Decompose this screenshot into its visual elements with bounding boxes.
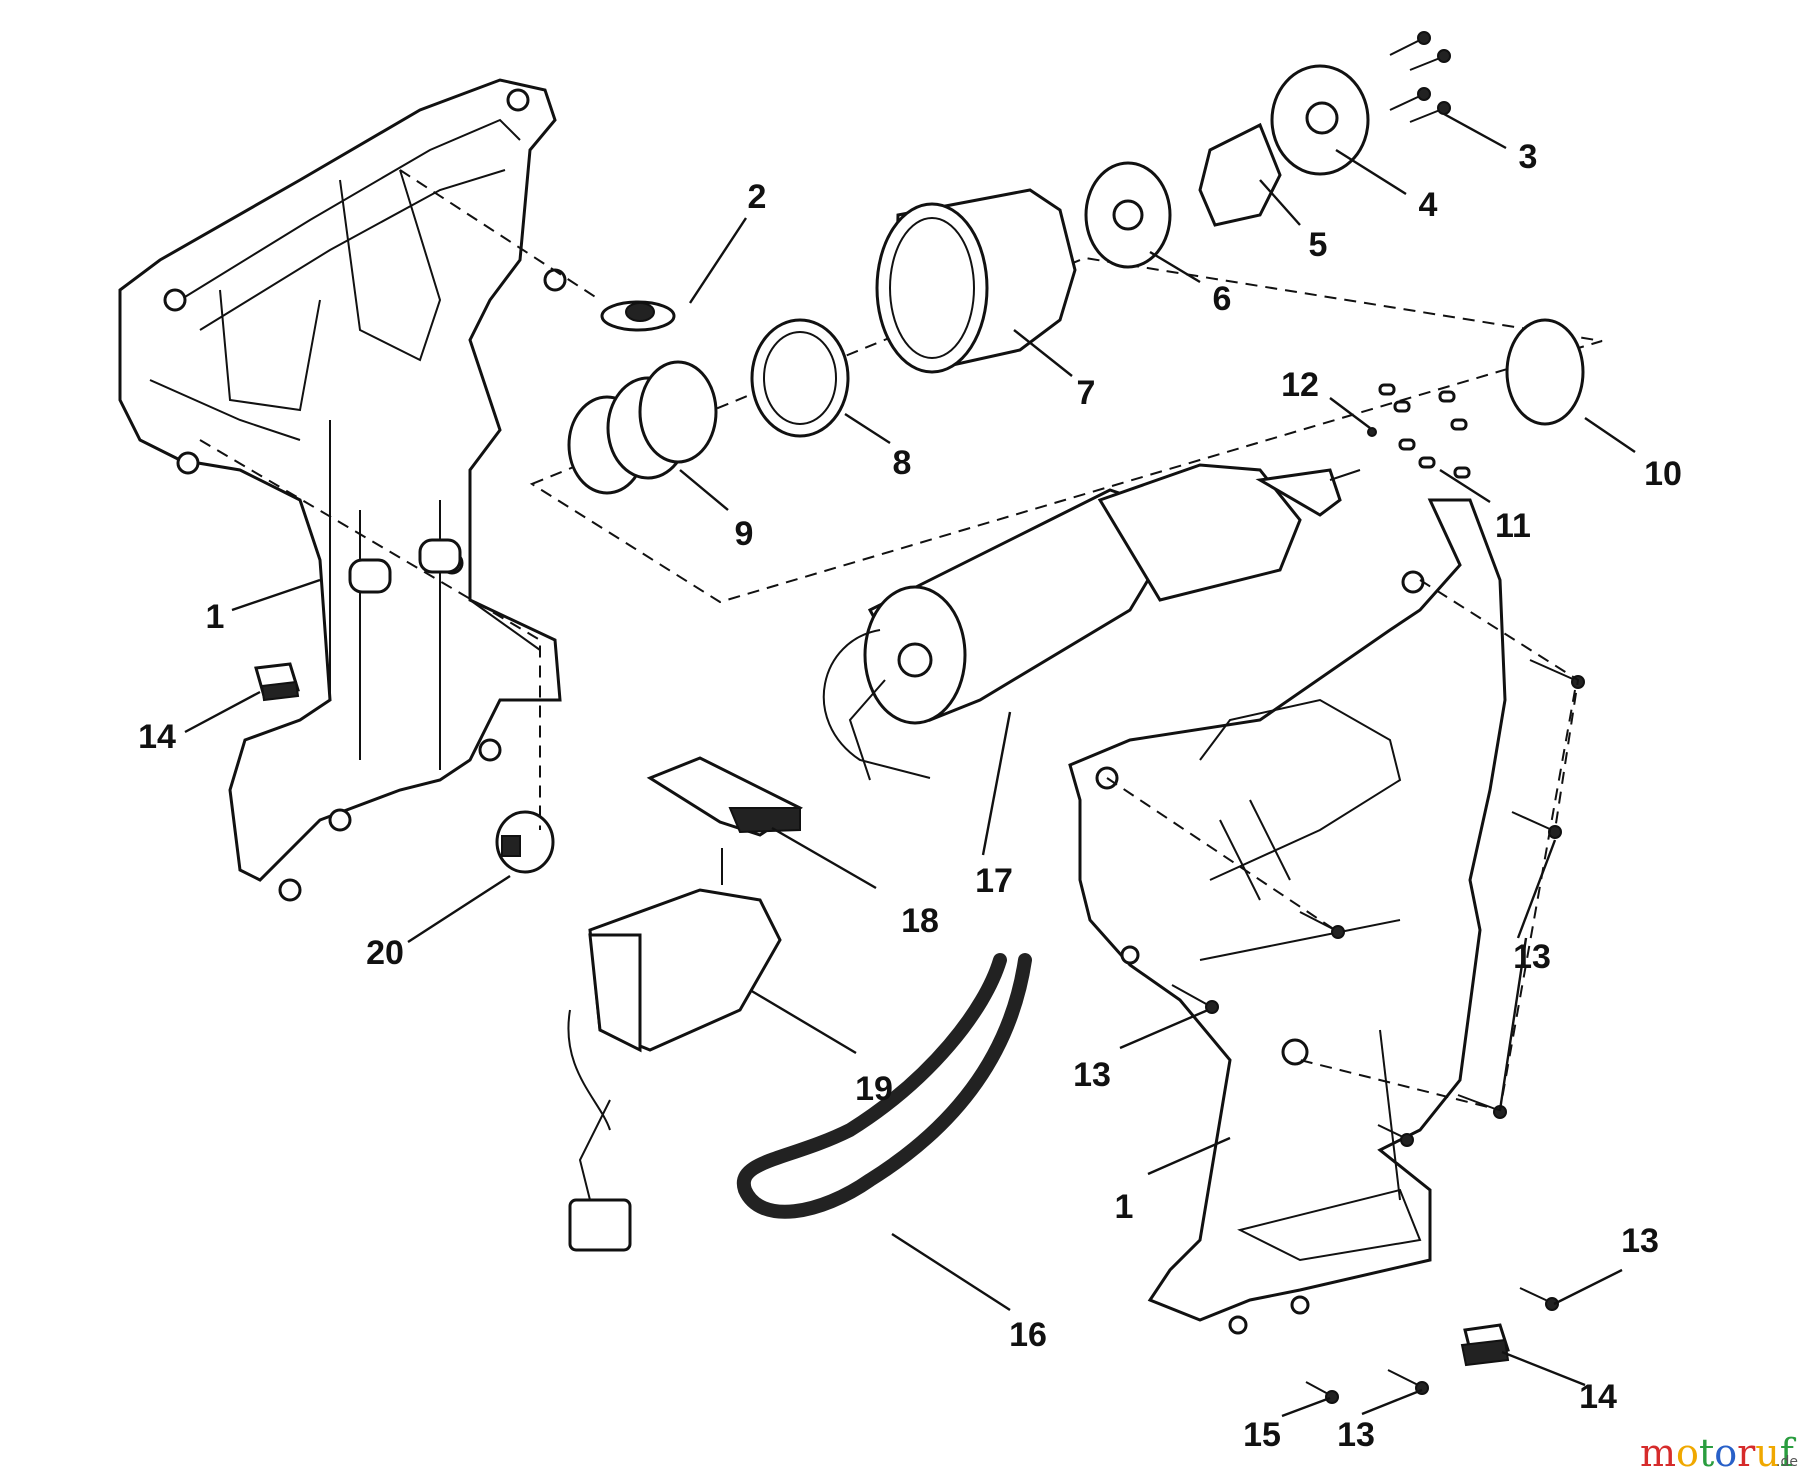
clip-part-14-right	[1460, 1323, 1510, 1367]
callout-14-right: 14	[1579, 1378, 1617, 1416]
screws-part-3	[1389, 31, 1451, 123]
washer-ring-part-10	[1505, 318, 1585, 426]
watermark-letter: o	[1714, 1431, 1737, 1475]
switch-cap-part-18	[646, 756, 803, 837]
watermark-logo: motoruf .de	[1640, 1431, 1798, 1475]
knob-part-2	[600, 300, 676, 332]
callout-7: 7	[1077, 374, 1096, 412]
ring-gear-part-8	[750, 318, 850, 438]
clip-part-14-left	[254, 662, 300, 702]
motor-part-17	[822, 463, 1361, 781]
retaining-clip-part-5	[1198, 122, 1282, 227]
callout-3: 3	[1519, 138, 1538, 176]
callout-6: 6	[1213, 280, 1232, 318]
watermark-text: motoruf	[1640, 1431, 1797, 1475]
assembly-line-13c	[1106, 777, 1339, 933]
callout-9: 9	[735, 515, 754, 553]
leader-lines	[184, 112, 1636, 1418]
pins-parts-11-12	[1367, 383, 1471, 479]
switch-part-19	[567, 888, 782, 1252]
callout-5: 5	[1309, 226, 1328, 264]
watermark-letter: t	[1699, 1431, 1714, 1475]
callout-1-left: 1	[206, 598, 225, 636]
callout-4: 4	[1419, 186, 1438, 224]
callout-19: 19	[855, 1070, 893, 1108]
cover-plate-part-4	[1270, 64, 1370, 176]
watermark-letter: m	[1640, 1431, 1676, 1475]
watermark-letter: o	[1676, 1431, 1699, 1475]
callout-17: 17	[975, 862, 1013, 900]
braided-cable-part-16	[736, 953, 1032, 1219]
callout-13-right: 13	[1513, 938, 1551, 976]
callout-13-center: 13	[1073, 1056, 1111, 1094]
gear-assembly-boundary	[529, 256, 1603, 604]
gear-case-part-7	[875, 188, 1077, 374]
callout-10: 10	[1644, 455, 1682, 493]
watermark-letter: r	[1737, 1431, 1756, 1475]
watermark-suffix: .de	[1776, 1454, 1798, 1470]
right-housing-half	[1068, 498, 1507, 1335]
callout-16: 16	[1009, 1316, 1047, 1354]
callout-12: 12	[1281, 366, 1319, 404]
plug-part-20	[495, 810, 555, 874]
plate-part-6	[1084, 161, 1172, 269]
callout-18: 18	[901, 902, 939, 940]
watermark-letter: f	[1780, 1431, 1797, 1475]
callout-1-right: 1	[1115, 1188, 1134, 1226]
spring-rings-part-9	[567, 360, 718, 495]
callout-numbers: 2 3 4 5 6 7 8 9 10 11 12 1 14 17 18 20 1…	[138, 138, 1682, 1454]
callout-15: 15	[1243, 1416, 1281, 1454]
callout-11: 11	[1495, 507, 1531, 545]
assembly-line-13a	[1419, 579, 1580, 831]
assembly-line-1	[199, 439, 541, 830]
left-housing-half	[118, 78, 567, 902]
callout-13-lower-right: 13	[1621, 1222, 1659, 1260]
callout-8: 8	[893, 444, 912, 482]
watermark-letter: u	[1755, 1431, 1779, 1475]
callout-14-left: 14	[138, 718, 176, 756]
callout-2: 2	[748, 178, 767, 216]
callout-20: 20	[366, 934, 404, 972]
callout-13-bottom: 13	[1337, 1416, 1375, 1454]
